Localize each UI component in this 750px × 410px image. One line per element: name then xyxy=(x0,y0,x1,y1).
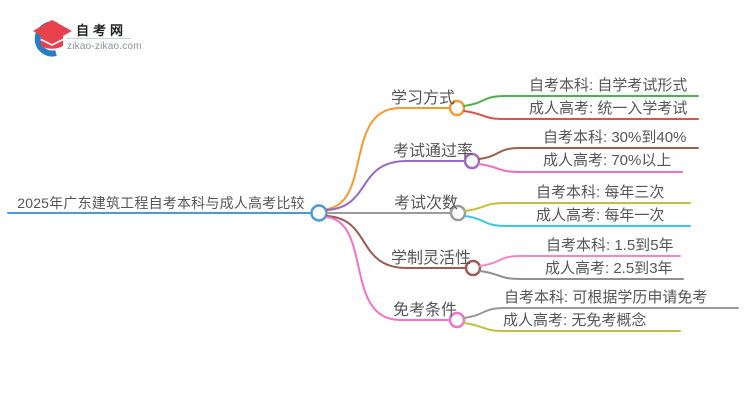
leaf-node[interactable]: 自考本科: 1.5到5年 xyxy=(546,237,674,254)
leaf-node[interactable]: 成人高考: 2.5到3年 xyxy=(545,260,673,277)
graduation-cap-icon xyxy=(33,20,72,57)
branch-junction-circle xyxy=(448,311,466,329)
branch-node-study-method[interactable]: 学习方式 xyxy=(391,90,456,107)
child-line xyxy=(479,270,684,280)
child-line xyxy=(478,163,683,173)
site-logo[interactable]: 自考网 zikao-zikao.com xyxy=(28,12,178,60)
logo-divider xyxy=(67,38,131,39)
leaf-node[interactable]: 自考本科: 每年三次 xyxy=(536,184,665,201)
root-node[interactable]: 2025年广东建筑工程自考本科与成人高考比较 xyxy=(17,195,305,211)
leaf-node[interactable]: 自考本科: 自学考试形式 xyxy=(529,77,688,94)
site-url: zikao-zikao.com xyxy=(67,41,142,52)
child-line xyxy=(478,147,699,160)
child-line xyxy=(464,215,691,227)
branch-line xyxy=(326,215,467,269)
leaf-node[interactable]: 成人高考: 70%以上 xyxy=(543,152,672,169)
branch-line xyxy=(326,160,466,211)
site-name: 自考网 xyxy=(76,23,128,38)
leaf-node[interactable]: 成人高考: 统一入学考试 xyxy=(529,100,688,117)
leaf-node[interactable]: 成人高考: 每年一次 xyxy=(536,207,665,224)
branch-node-pass-rate[interactable]: 考试通过率 xyxy=(393,143,474,160)
branch-node-exemption[interactable]: 免考条件 xyxy=(393,302,458,319)
branch-line xyxy=(326,216,451,321)
child-line xyxy=(463,307,739,319)
branch-node-schedule-flex[interactable]: 学制灵活性 xyxy=(391,250,472,267)
branch-junction-circle xyxy=(463,152,481,170)
branch-junction-circle xyxy=(448,99,466,117)
leaf-node[interactable]: 自考本科: 可根据学历申请免考 xyxy=(504,289,708,306)
child-line xyxy=(479,255,681,267)
leaf-node[interactable]: 成人高考: 无免考概念 xyxy=(503,312,647,329)
leaf-node[interactable]: 自考本科: 30%到40% xyxy=(543,129,687,146)
branch-junction-circle xyxy=(464,259,482,277)
branch-node-exam-frequency[interactable]: 考试次数 xyxy=(394,195,459,212)
child-line xyxy=(463,95,699,107)
branch-line xyxy=(326,107,451,210)
root-hub-circle xyxy=(310,204,328,222)
branch-junction-circle xyxy=(449,204,467,222)
child-line xyxy=(463,322,681,332)
child-line xyxy=(464,202,691,212)
child-line xyxy=(463,110,699,120)
